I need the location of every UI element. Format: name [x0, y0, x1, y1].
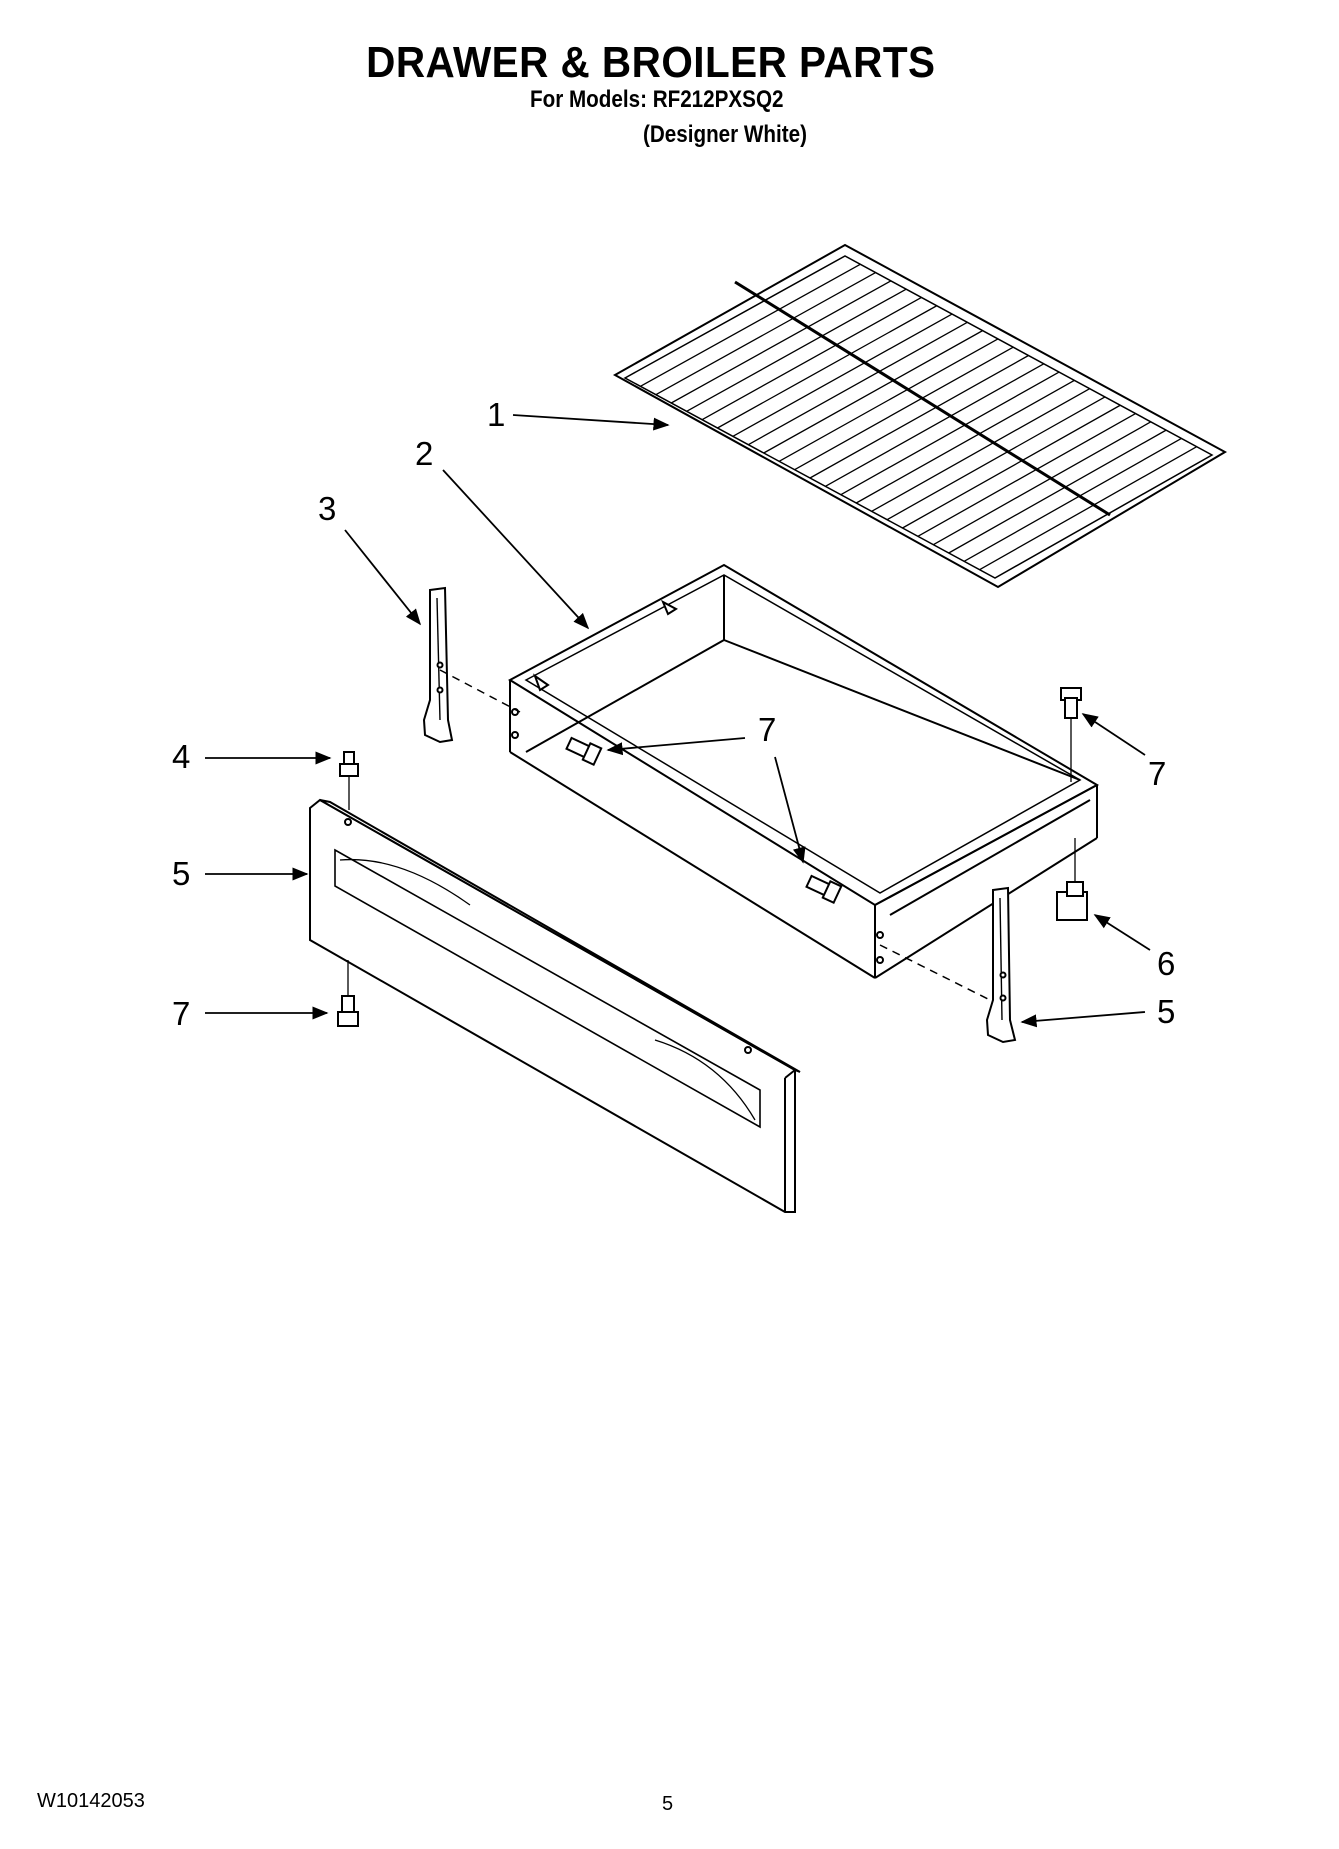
drawer-front-panel — [309, 798, 801, 1213]
rack-bar — [840, 371, 1060, 496]
rack-bar — [855, 379, 1075, 504]
rack-bar — [886, 396, 1106, 521]
rack-bar — [963, 437, 1182, 562]
rack-bar — [933, 421, 1152, 546]
callout-5-slide: 5 — [1157, 993, 1175, 1030]
right-drawer-slide — [985, 886, 1017, 1044]
rack-bar — [655, 272, 876, 396]
rack-bar — [763, 330, 983, 454]
page-title-text: DRAWER & BROILER PARTS — [366, 38, 936, 87]
screw-drawer-right — [805, 874, 843, 905]
callout-5-panel: 5 — [172, 855, 190, 892]
models-line: For Models: RF212PXSQ2 — [530, 86, 784, 113]
rack-bar — [670, 280, 892, 404]
rack-bar — [979, 446, 1198, 571]
screw-left-panel — [337, 960, 359, 1027]
rack-bar — [902, 404, 1121, 529]
rack-bar — [748, 321, 968, 446]
rack-bar — [794, 346, 1014, 471]
callout-7-drawer: 7 — [758, 711, 776, 748]
rack-bar — [778, 338, 999, 462]
rack-bar — [917, 412, 1136, 537]
rack-bar — [732, 313, 953, 437]
callout-4: 4 — [172, 738, 190, 775]
rack-bar — [701, 296, 922, 421]
rack-bar — [825, 363, 1045, 487]
callout-2: 2 — [415, 435, 433, 472]
assembly-lines — [439, 669, 991, 1001]
broiler-rack — [612, 243, 1228, 589]
callout-7-left: 7 — [172, 995, 190, 1032]
screw-right-top — [1060, 687, 1082, 782]
callout-labels: 1 2 3 4 5 5 6 7 7 7 — [172, 396, 1175, 1032]
callout-6: 6 — [1157, 945, 1175, 982]
rack-bar — [640, 263, 861, 387]
rack-bar — [871, 388, 1090, 512]
color-line: (Designer White) — [643, 121, 807, 148]
document-number: W10142053 — [37, 1790, 145, 1812]
rack-bar — [717, 305, 938, 429]
page-number: 5 — [662, 1793, 674, 1815]
drawer-clip — [1056, 838, 1088, 921]
callout-leaders — [205, 414, 1151, 1028]
callout-3: 3 — [318, 490, 336, 527]
rack-bar — [686, 288, 907, 412]
drawer-pin — [339, 751, 359, 810]
broiler-drawer — [507, 563, 1100, 979]
rack-bar — [809, 354, 1029, 479]
rack-bar — [948, 429, 1167, 554]
callout-1: 1 — [487, 396, 505, 433]
screw-drawer-left — [565, 736, 603, 767]
callout-7-right: 7 — [1148, 755, 1166, 792]
left-drawer-slide — [422, 586, 454, 744]
